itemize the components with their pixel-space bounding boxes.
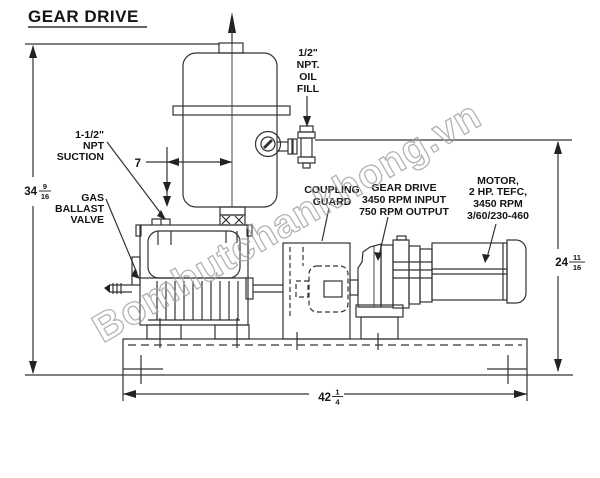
leader-arrowhead-icon: [303, 116, 311, 127]
dimension-overall-length: 42 1 4: [123, 388, 527, 407]
dim-fraction-den: 16: [41, 192, 49, 201]
motor: [431, 239, 527, 304]
dim-arrow-right-icon: [514, 390, 527, 398]
dim-fraction-den: 16: [573, 263, 581, 272]
tank-flange: [172, 105, 291, 116]
dimension-right-height: 24 11 16: [554, 141, 585, 372]
coupling-guard-label: COUPLING GUARD: [304, 184, 360, 242]
dim-value: 24: [555, 257, 568, 269]
cooling-fins: [148, 281, 240, 321]
tank-body: [182, 52, 278, 208]
motor-end-cap: [506, 239, 527, 304]
label-line: 1/2": [298, 47, 318, 59]
dim-arrow-up-icon: [29, 45, 37, 58]
leader-arrowhead-icon: [157, 210, 166, 220]
label-line: 3450 RPM INPUT: [362, 194, 447, 206]
label-line: BALLAST: [55, 203, 105, 215]
page-title: GEAR DRIVE: [28, 7, 147, 28]
motor-body: [431, 242, 508, 301]
label-line: 750 RPM OUTPUT: [359, 206, 449, 218]
gear-drive-housing: [357, 235, 433, 309]
label-line: GEAR DRIVE: [371, 182, 436, 194]
label-line: NPT: [83, 140, 105, 152]
label-line: GUARD: [313, 196, 352, 208]
label-line: GAS: [81, 192, 104, 204]
label-line: NPT.: [297, 59, 320, 71]
watermark: Bomhutchankhong.vn: [85, 93, 488, 351]
dim-arrow-right-icon: [220, 158, 232, 166]
dim-value: 34: [24, 186, 37, 198]
drive-shaft-stub: [349, 279, 359, 296]
suction-label: 1-1/2" NPT SUCTION: [57, 129, 166, 220]
pump-foot: [146, 324, 182, 340]
leader-arrowhead-icon: [131, 269, 140, 279]
dimension-overall-height: 34 9 16: [24, 45, 51, 374]
flow-arrowhead-icon: [163, 196, 171, 207]
motor-label: MOTOR, 2 HP. TEFC, 3450 RPM 3/60/230-460: [467, 175, 529, 263]
base-outline: [122, 338, 528, 376]
base-plate: [122, 332, 528, 384]
leader-arrowhead-icon: [482, 254, 490, 263]
label-line: SUCTION: [57, 151, 104, 163]
sight-glass-needle: [262, 138, 274, 150]
dim-fraction-num: 11: [573, 253, 581, 262]
gear-drive-stand: [355, 304, 404, 340]
flow-arrowhead-icon: [163, 182, 171, 193]
coupling-hub: [323, 280, 343, 298]
dim-value: 42: [318, 392, 331, 404]
label-line: VALVE: [71, 214, 104, 226]
leader-arrowhead-icon: [374, 252, 382, 261]
dim-arrow-up-icon: [554, 141, 562, 154]
dim-fraction-den: 4: [335, 398, 340, 407]
vacuum-pump: [104, 218, 253, 348]
pump-foot: [214, 324, 250, 340]
label-line: 2 HP. TEFC,: [469, 186, 527, 198]
dim-arrow-down-icon: [554, 359, 562, 372]
label-line: MOTOR,: [477, 175, 519, 187]
exhaust-arrow: [228, 12, 236, 207]
exhaust-arrowhead-icon: [228, 12, 236, 33]
label-line: COUPLING: [304, 184, 359, 196]
coupling-hidden-outline: [308, 265, 349, 313]
sight-glass: [254, 130, 282, 158]
label-line: 1-1/2": [75, 129, 104, 141]
gas-ballast-label: GAS BALLAST VALVE: [55, 192, 140, 279]
dim-value: 7: [135, 158, 141, 170]
label-line: OIL: [299, 71, 317, 83]
title-text: GEAR DRIVE: [28, 7, 139, 26]
dimension-suction-offset: 7: [135, 147, 232, 207]
oil-fill-label: 1/2" NPT. OIL FILL: [297, 47, 320, 127]
pump-shaft-flange: [245, 277, 254, 300]
dim-fraction-num: 9: [43, 182, 47, 191]
label-line: 3/60/230-460: [467, 210, 529, 222]
oil-separator-tank: [172, 42, 291, 208]
label-line: FILL: [297, 83, 320, 95]
dim-arrow-left-icon: [167, 158, 179, 166]
pump-side-flange: [131, 256, 141, 286]
dim-fraction-num: 1: [335, 388, 339, 397]
dim-arrow-down-icon: [29, 361, 37, 374]
guard-box: [282, 242, 351, 340]
label-line: 3450 RPM: [473, 198, 523, 210]
gear-drive-label: GEAR DRIVE 3450 RPM INPUT 750 RPM OUTPUT: [359, 182, 450, 261]
dim-arrow-left-icon: [123, 390, 136, 398]
gas-ballast-valve: [104, 283, 132, 294]
oil-fill-fitting: [277, 125, 316, 169]
tank-cap: [218, 42, 244, 54]
